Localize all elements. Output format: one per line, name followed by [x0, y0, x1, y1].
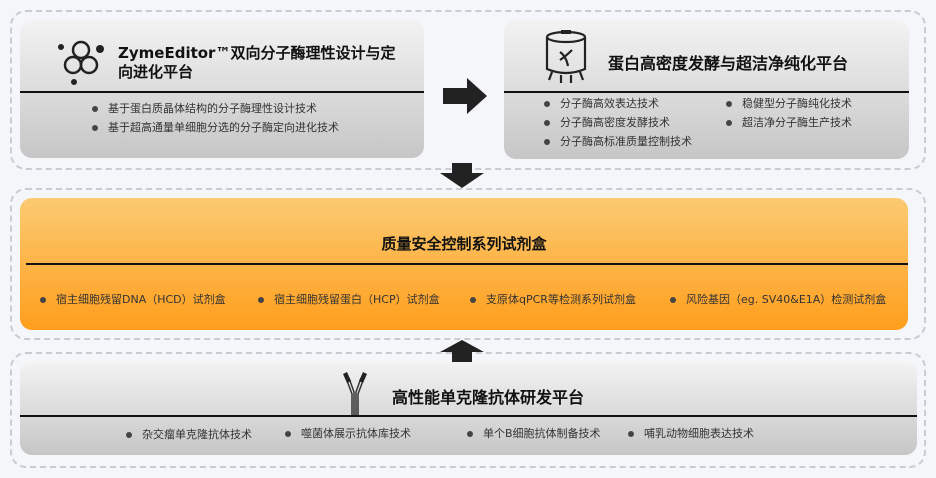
list-item: 支原体qPCR等检测系列试剂盒: [470, 291, 636, 307]
platform-title: 高性能单克隆抗体研发平台: [392, 388, 585, 407]
list-item: 噬菌体展示抗体库技术: [285, 425, 411, 441]
list-item: 基于超高通量单细胞分选的分子酶定向进化技术: [92, 119, 339, 135]
list-item: 宿主细胞残留DNA（HCD）试剂盒: [40, 291, 226, 307]
arrow-right-icon: [443, 78, 487, 114]
list-item: 超洁净分子酶生产技术: [726, 114, 852, 130]
list-item: 哺乳动物细胞表达技术: [628, 425, 754, 441]
platform-title-line1: ZymeEditor™双向分子酶理性设计与定: [118, 44, 396, 62]
arrow-up-icon: [440, 340, 484, 362]
list-item: 风险基因（eg. SV40&E1A）检测试剂盒: [670, 291, 886, 307]
list-item: 宿主细胞残留蛋白（HCP）试剂盒: [258, 291, 440, 307]
fermenter-tank-icon: [545, 30, 587, 83]
list-item: 分子酶高标准质量控制技术: [544, 133, 692, 149]
enzyme-molecule-icon: [58, 40, 104, 85]
middle-section-frame: [10, 188, 926, 340]
platform-title: 蛋白高密度发酵与超洁净纯化平台: [608, 54, 849, 73]
list-item: 单个B细胞抗体制备技术: [467, 425, 601, 441]
list-item: 稳健型分子酶纯化技术: [726, 95, 852, 111]
kits-title: 质量安全控制系列试剂盒: [381, 235, 547, 253]
list-item: 基于蛋白质晶体结构的分子酶理性设计技术: [92, 100, 317, 116]
zymeeditor-platform-card: ZymeEditor™双向分子酶理性设计与定 向进化平台 基于蛋白质晶体结构的分…: [20, 20, 424, 158]
quality-control-kits-card: 质量安全控制系列试剂盒 宿主细胞残留DNA（HCD）试剂盒 宿主细胞残留蛋白（H…: [20, 198, 908, 330]
platform-title-line2: 向进化平台: [118, 63, 194, 81]
arrow-down-icon: [440, 163, 484, 188]
list-item: 杂交瘤单克隆抗体技术: [126, 426, 252, 442]
list-item: 分子酶高效表达技术: [544, 95, 659, 111]
antibody-icon: [343, 372, 367, 415]
antibody-platform-card: 高性能单克隆抗体研发平台 杂交瘤单克隆抗体技术 噬菌体展示抗体库技术 单个B细胞…: [20, 362, 917, 455]
list-item: 分子酶高密度发酵技术: [544, 114, 670, 130]
fermentation-platform-card: 蛋白高密度发酵与超洁净纯化平台 分子酶高效表达技术 分子酶高密度发酵技术 分子酶…: [504, 20, 909, 159]
